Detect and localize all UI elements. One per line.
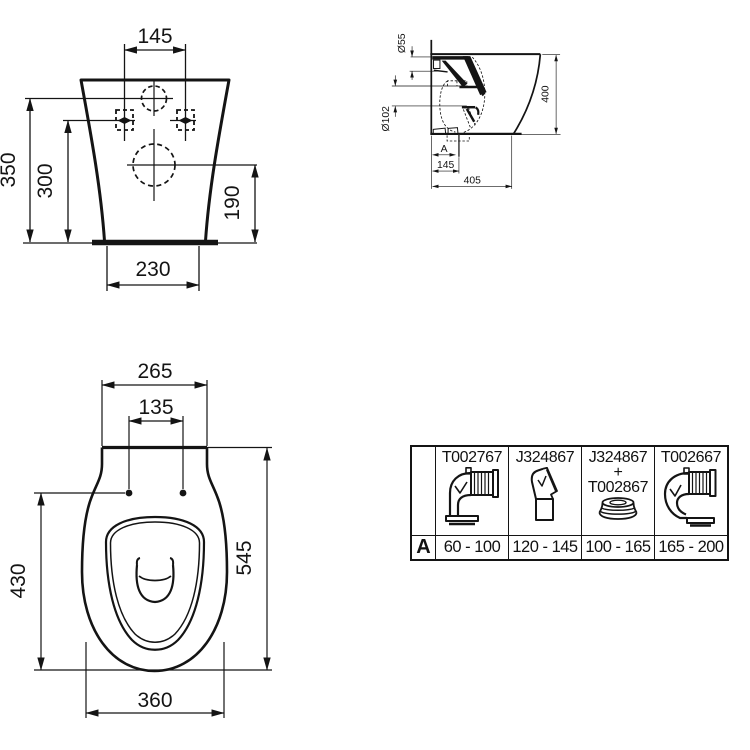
dim-rough-in-label: A — [441, 144, 448, 155]
dim-bowl-width-label: 360 — [137, 689, 172, 712]
side-section-cut — [432, 56, 487, 157]
range-cell-4: 165 - 200 — [654, 535, 727, 559]
elbow-connector-icon — [445, 467, 499, 526]
dim-platform-width-label: 265 — [137, 360, 172, 383]
dim-side-height-label: 400 — [541, 85, 552, 103]
top-view-drawing: 265 135 430 545 360 — [7, 360, 272, 718]
dim-inlet-height-label: 190 — [221, 185, 244, 220]
range-cell-3: 100 - 165 — [581, 535, 654, 559]
connector-code: J324867 — [588, 449, 648, 466]
rear-pan-outline — [23, 78, 257, 246]
seat-fixing-holes — [125, 489, 187, 497]
dim-outlet-diameter-label: Ø102 — [381, 106, 392, 132]
water-spot — [135, 557, 175, 604]
rear-view-drawing: 145 350 300 190 230 — [0, 25, 259, 291]
connector-code-plus: + — [613, 464, 623, 481]
connector-option-1: T002767 — [435, 447, 508, 535]
table-row-header-a: A — [412, 535, 435, 559]
top-pan-outline — [80, 445, 272, 673]
connector-option-4: T002667 — [654, 447, 727, 535]
dim-overall-depth-label: 405 — [464, 175, 482, 186]
outlet-connector-table: T002767 J324867 — [410, 445, 729, 561]
table-cell-empty — [412, 447, 435, 535]
dim-base-width-label: 230 — [135, 258, 170, 281]
offset-ring-icon — [598, 497, 638, 520]
range-cell-1: 60 - 100 — [435, 535, 508, 559]
rear-dimensions — [25, 44, 259, 291]
connector-code: T002767 — [441, 449, 503, 466]
dim-overall-height-label: 350 — [0, 152, 20, 187]
top-dimensions — [34, 380, 272, 718]
side-dimensions — [391, 46, 561, 189]
dim-bowl-length-label: 430 — [7, 563, 30, 598]
connector-code: J324867 — [515, 449, 575, 466]
connector-option-3: J324867 + T002867 — [581, 447, 654, 535]
connector-code: T002667 — [660, 449, 722, 466]
drill-point-arrows — [117, 117, 193, 124]
connector-code: T002867 — [587, 479, 649, 496]
dim-overall-length-label: 545 — [233, 540, 256, 575]
side-view-drawing: Ø55 Ø102 400 A 145 405 — [381, 33, 561, 189]
swan-neck-connector-icon — [663, 467, 717, 527]
connector-option-2: J324867 — [508, 447, 581, 535]
dim-inlet-diameter-label: Ø55 — [397, 33, 408, 53]
range-cell-2: 120 - 145 — [508, 535, 581, 559]
dim-seat-fixing-label: 135 — [138, 396, 173, 419]
angled-connector-icon — [530, 467, 558, 521]
hidden-trapway — [439, 56, 486, 142]
dim-outlet-center-label: 145 — [437, 160, 455, 171]
dim-fixing-height-label: 300 — [34, 163, 57, 198]
dim-hole-spacing-label: 145 — [137, 25, 172, 48]
